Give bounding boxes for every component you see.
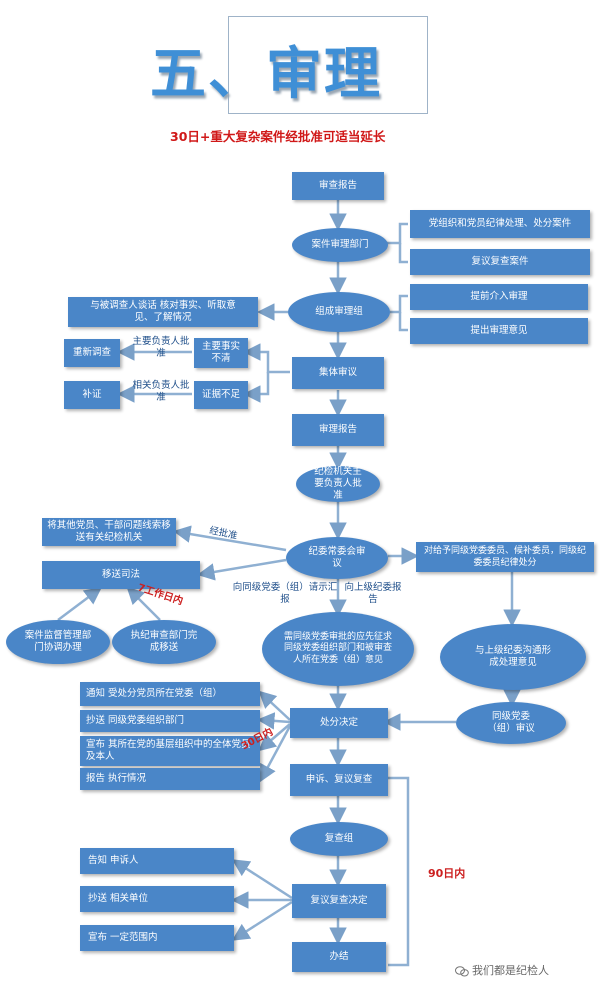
label-90-days: 90日内 xyxy=(428,867,466,880)
node-inform: 告知 申诉人 xyxy=(80,848,234,874)
node-collective-review: 集体审议 xyxy=(292,357,384,389)
watermark: 我们都是纪检人 xyxy=(455,962,595,980)
node-review-report: 审理报告 xyxy=(292,414,384,446)
node-execute-transfer: 执纪审查部门完成移送 xyxy=(112,620,216,664)
node-announce-scope: 宣布 一定范围内 xyxy=(80,925,234,951)
watermark-text: 我们都是纪检人 xyxy=(472,964,549,977)
node-reinvestigate: 重新调查 xyxy=(64,339,120,367)
node-review-decision: 复议复查决定 xyxy=(292,884,386,918)
label-related-leader-approve: 相关负责人批准 xyxy=(132,380,190,403)
node-early-intervene: 提前介入审理 xyxy=(410,284,588,310)
node-members-sanction: 对给予同级党委委员、候补委员，同级纪委委员纪律处分 xyxy=(416,542,594,572)
node-solicit: 需同级党委审批的应先征求同级党委组织部门和被审查人所在党委（组）意见 xyxy=(262,612,414,686)
label-upper-report: 向上级纪委报告 xyxy=(344,582,402,605)
node-communicate: 与上级纪委沟通形成处理意见 xyxy=(440,624,586,690)
node-standing-committee: 纪委常委会审议 xyxy=(286,537,388,579)
node-facts-unclear: 主要事实不清 xyxy=(194,338,248,368)
node-decision: 处分决定 xyxy=(290,708,388,738)
node-transfer-clues: 将其他党员、干部问题线索移送有关纪检机关 xyxy=(42,518,176,546)
page-title: 五、审理 xyxy=(150,42,382,107)
node-evidence-insufficient: 证据不足 xyxy=(194,381,248,409)
page-subtitle: 30日+重大复杂案件经批准可适当延长 xyxy=(170,129,386,144)
node-report-exec: 报告 执行情况 xyxy=(80,768,260,790)
node-notify: 通知 受处分党员所在党委（组） xyxy=(80,682,260,706)
node-review-group: 复查组 xyxy=(290,822,388,856)
node-party-review: 同级党委（组）审议 xyxy=(456,702,566,744)
label-main-leader-approve: 主要负责人批准 xyxy=(132,336,190,359)
node-shencha-report: 审查报告 xyxy=(292,172,384,200)
node-supervise: 案件监督管理部门协调办理 xyxy=(6,620,110,664)
wechat-icon xyxy=(455,965,469,977)
node-review-case: 复议复查案件 xyxy=(410,249,590,275)
node-party-discipline: 党组织和党员纪律处理、处分案件 xyxy=(410,210,590,238)
node-announce-all: 宣布 其所在党的基层组织中的全体党员及本人 xyxy=(80,736,260,766)
node-interview: 与被调查人谈话 核对事实、听取意见、了解情况 xyxy=(68,297,258,327)
title-frame xyxy=(228,16,428,114)
node-appeal: 申诉、复议复查 xyxy=(290,764,388,796)
node-organ-leader-approve: 纪检机关主要负责人批准 xyxy=(296,466,380,502)
node-handle: 办结 xyxy=(292,942,386,972)
node-copy-org: 抄送 同级党委组织部门 xyxy=(80,710,260,732)
node-judicial: 移送司法 xyxy=(42,561,200,589)
node-propose-opinion: 提出审理意见 xyxy=(410,318,588,344)
node-case-dept: 案件审理部门 xyxy=(292,228,388,262)
node-form-group: 组成审理组 xyxy=(288,292,390,332)
node-copy-unit: 抄送 相关单位 xyxy=(80,886,234,912)
label-same-level-report: 向同级党委（组）请示汇报 xyxy=(232,582,338,605)
node-supplement: 补证 xyxy=(64,381,120,409)
